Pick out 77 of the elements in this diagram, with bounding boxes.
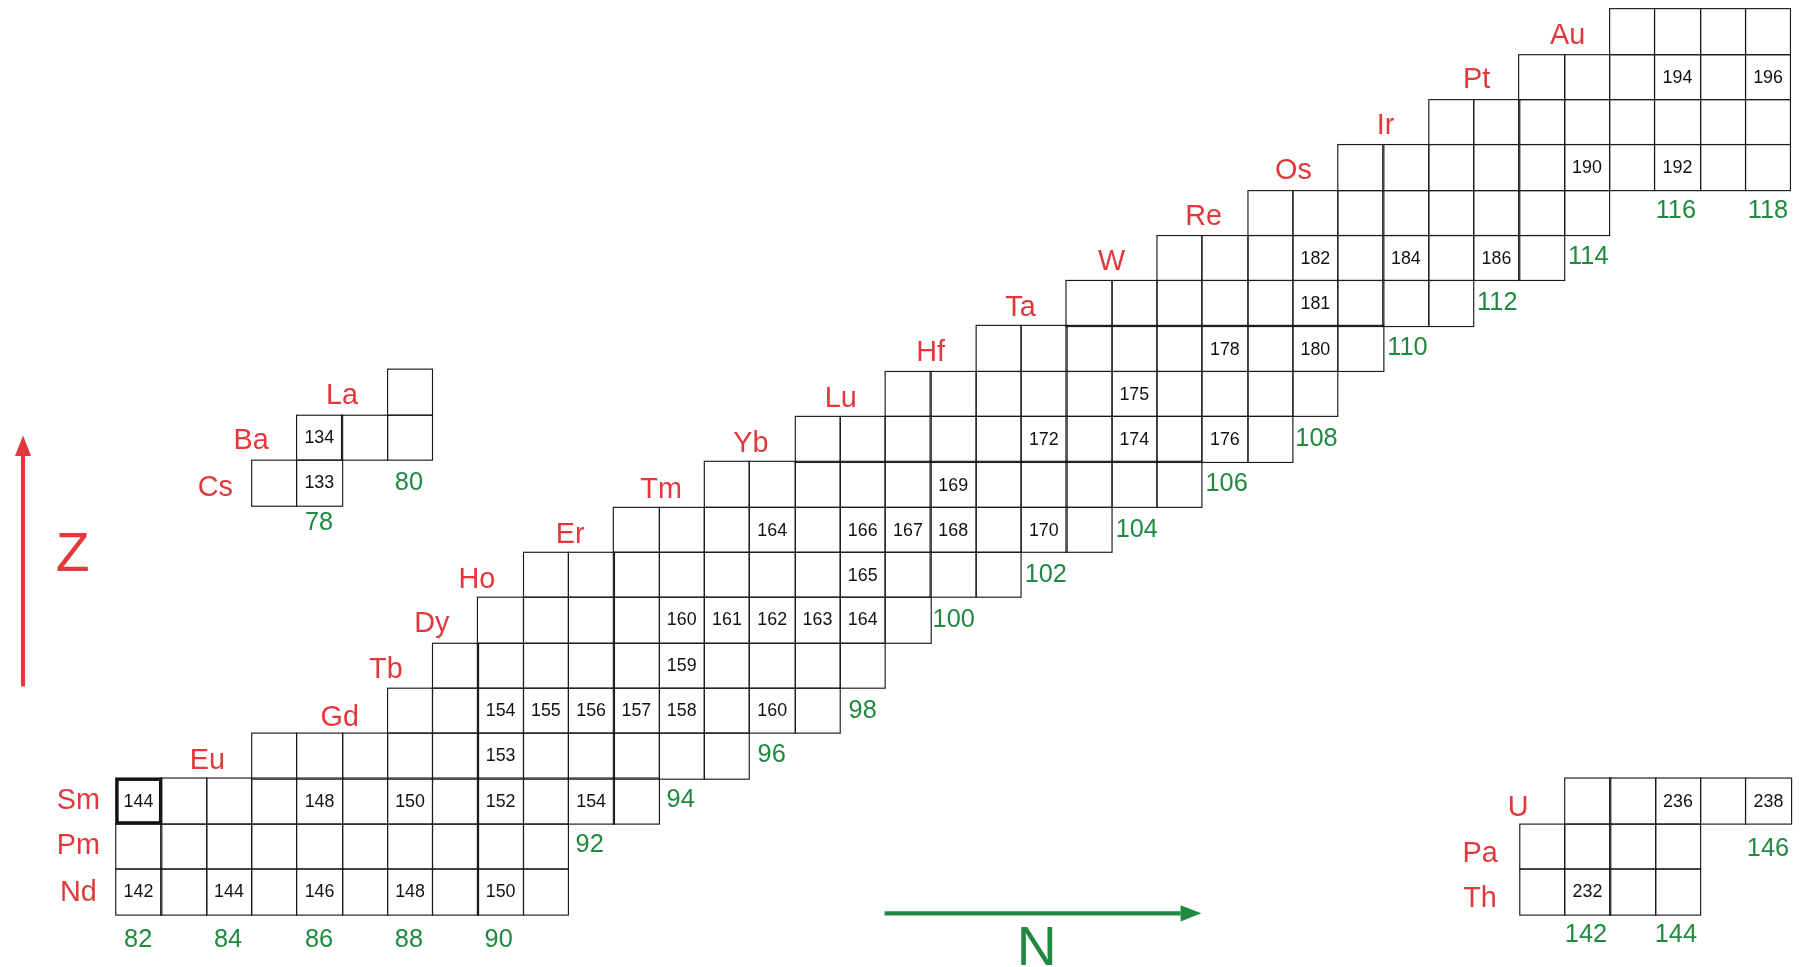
neutron-number: 100	[932, 605, 975, 632]
nuclide-cell	[1156, 280, 1203, 327]
nuclide-cell	[1111, 280, 1158, 327]
element-symbol: Pa	[1462, 837, 1498, 867]
nuclide-cell	[1427, 280, 1475, 327]
element-symbol: Cs	[197, 471, 233, 501]
neutron-number: 78	[304, 509, 334, 535]
element-symbol: Au	[1549, 20, 1586, 49]
nuclide-cell	[432, 823, 479, 870]
neutron-number: 86	[304, 926, 334, 952]
element-symbol: W	[1097, 245, 1126, 275]
nuclide-cell: 181	[1292, 280, 1339, 327]
nuclide-cell	[1518, 234, 1566, 282]
neutron-number: 104	[1115, 516, 1158, 542]
neutron-number: 118	[1747, 196, 1789, 223]
element-symbol: Er	[555, 518, 585, 548]
neutron-number: 94	[666, 786, 695, 812]
neutron-number: 108	[1295, 425, 1338, 451]
nuclide-cell	[386, 369, 434, 416]
neutron-number: 90	[484, 926, 513, 952]
element-symbol: U	[1507, 791, 1529, 821]
nuclide-cell	[1065, 280, 1113, 327]
nuclide-cell	[386, 414, 434, 461]
nuclide-cell	[1337, 280, 1384, 327]
element-symbol: Re	[1185, 201, 1223, 230]
neutron-number: 112	[1477, 289, 1518, 315]
element-symbol: Dy	[414, 607, 450, 637]
nuclide-cell	[1201, 280, 1249, 327]
element-symbol: Gd	[320, 702, 359, 731]
element-symbol: Hf	[916, 336, 946, 366]
nuclide-cell	[1744, 144, 1792, 191]
nuclide-cell	[432, 732, 479, 780]
neutron-number: 114	[1568, 243, 1609, 269]
nuclide-cell	[432, 868, 479, 916]
element-symbol: Th	[1463, 882, 1497, 912]
neutron-number: 96	[757, 741, 786, 768]
element-symbol: Nd	[59, 877, 97, 906]
element-symbol: Pt	[1463, 63, 1491, 93]
nuclide-cell	[432, 642, 479, 689]
axis-label: N	[1016, 919, 1057, 967]
element-symbol: Ir	[1376, 110, 1395, 139]
neutron-number: 82	[124, 926, 153, 952]
neutron-number: 84	[213, 926, 243, 952]
element-symbol: Ba	[233, 424, 269, 454]
axis-label: Z	[55, 525, 90, 581]
nuclide-cell	[432, 777, 479, 825]
neutron-number: 142	[1564, 921, 1608, 947]
element-symbol: Os	[1275, 154, 1312, 184]
element-symbol: Ta	[1005, 292, 1036, 321]
element-symbol: Eu	[189, 744, 225, 774]
nuclide-cell	[1744, 98, 1792, 146]
neutron-number: 116	[1655, 196, 1697, 223]
element-symbol: Tb	[369, 653, 403, 683]
element-symbol: Ho	[458, 563, 496, 593]
element-symbol: La	[326, 379, 359, 409]
nuclide-cell: 186	[1473, 234, 1520, 282]
nuclide-cell	[1246, 280, 1294, 327]
neutron-number: 92	[575, 831, 604, 857]
nuclide-cell	[432, 687, 479, 735]
element-symbol: Sm	[56, 784, 100, 814]
element-symbol: Pm	[56, 829, 100, 859]
element-symbol: Tm	[640, 473, 682, 503]
nuclide-cell	[1744, 8, 1792, 56]
neutron-number: 88	[394, 926, 423, 952]
neutron-number: 146	[1746, 835, 1790, 861]
neutron-number: 106	[1205, 469, 1248, 496]
element-symbol: Yb	[733, 427, 769, 457]
nuclide-cell: 192	[1654, 144, 1701, 191]
neutron-number: 144	[1654, 921, 1697, 947]
nuclide-cell: 196	[1744, 53, 1792, 101]
neutron-number: 98	[848, 696, 877, 723]
neutron-number: 102	[1024, 560, 1067, 587]
neutron-number: 110	[1387, 334, 1428, 360]
element-symbol: Lu	[824, 382, 857, 412]
nuclide-cell	[1382, 280, 1430, 327]
nuclide-cell: 144	[115, 777, 162, 825]
neutron-number: 80	[394, 468, 423, 495]
